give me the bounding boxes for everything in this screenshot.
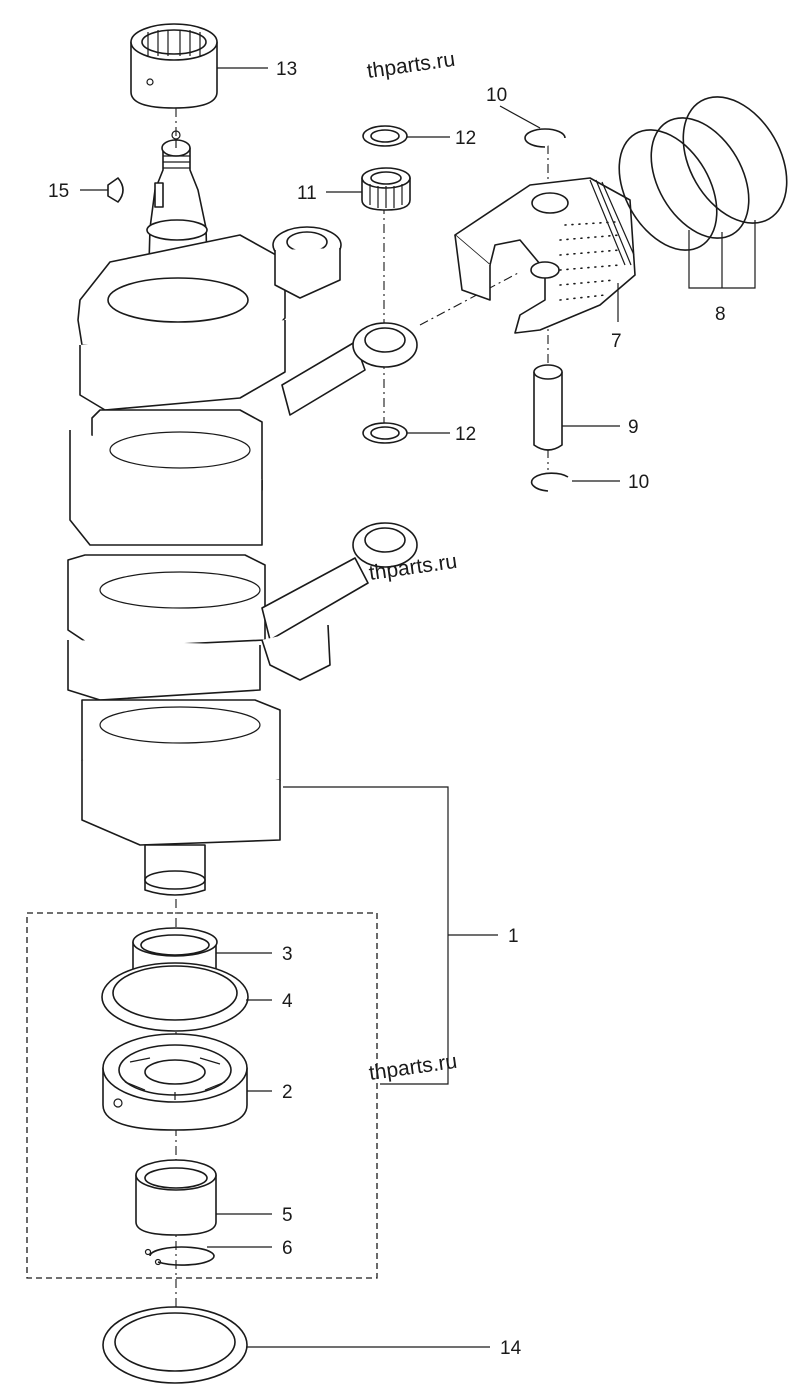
- label-13: 13: [276, 59, 297, 80]
- watermark-bottom: thparts.ru: [367, 1050, 458, 1085]
- label-4: 4: [282, 991, 293, 1012]
- label-15: 15: [48, 181, 69, 202]
- leader-10a: [499, 105, 541, 129]
- circlip: [144, 1246, 215, 1266]
- upper-needle-bearing: [130, 23, 218, 109]
- label-12-upper: 12: [455, 128, 476, 149]
- label-8: 8: [715, 304, 726, 325]
- label-3: 3: [282, 944, 293, 965]
- washer-upper: [362, 125, 408, 147]
- woodruff-key: [107, 177, 124, 203]
- label-9: 9: [628, 417, 639, 438]
- label-10-lower: 10: [628, 472, 649, 493]
- piston: [454, 177, 636, 334]
- label-2: 2: [282, 1082, 293, 1103]
- piston-ring-2: [650, 117, 750, 239]
- piston-pin: [533, 364, 563, 451]
- label-5: 5: [282, 1205, 293, 1226]
- piston-ring-1: [682, 96, 788, 224]
- small-end-needle-bearing: [361, 167, 411, 211]
- label-14: 14: [500, 1338, 522, 1359]
- connecting-rod-upper: [272, 226, 418, 416]
- piston-pin-clip-upper: [524, 128, 566, 148]
- ball-bearing: [102, 1033, 248, 1131]
- piston-pin-clip-lower: [530, 472, 569, 492]
- connecting-rod-lower: [261, 522, 418, 681]
- label-10-upper: 10: [486, 85, 507, 106]
- leader-1: [283, 786, 498, 1085]
- thrust-washer: [102, 1306, 248, 1384]
- piston-ring-3: [618, 129, 718, 251]
- washer-lower: [362, 422, 408, 444]
- label-12-lower: 12: [455, 424, 476, 445]
- oil-seal-ring: [101, 962, 249, 1032]
- watermark-top: thparts.ru: [365, 48, 456, 83]
- label-11: 11: [297, 183, 317, 204]
- label-1: 1: [508, 926, 519, 947]
- bearing-set-box: [26, 912, 378, 1279]
- bearing-collar: [135, 1159, 217, 1236]
- label-6: 6: [282, 1238, 293, 1259]
- label-7: 7: [611, 331, 622, 352]
- leader-8: [688, 220, 756, 289]
- crankshaft: [67, 130, 286, 896]
